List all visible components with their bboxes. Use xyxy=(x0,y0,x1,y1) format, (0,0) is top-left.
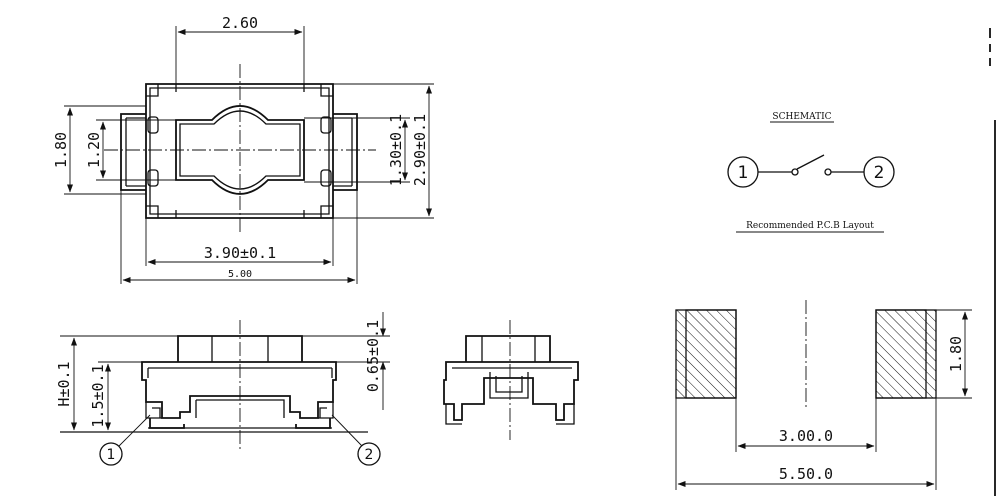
dim-left-outer: 1.80 xyxy=(52,132,70,168)
right-terminal xyxy=(333,113,358,191)
side-body xyxy=(141,361,337,419)
pcb-layout: 1.80 3.00.0 5.50.0 xyxy=(675,300,972,490)
side-pin-1-label: 1 xyxy=(107,447,116,463)
top-view-body xyxy=(145,83,334,219)
schematic-pin-2: 2 xyxy=(874,163,885,183)
dim-body-length: 3.90±0.1 xyxy=(204,244,276,262)
pcb-layout-title: Recommended P.C.B Layout xyxy=(746,221,874,231)
pcb-pad-right xyxy=(875,309,937,399)
frame-edge xyxy=(989,28,996,496)
dim-right-inner: 1.30±0.1 xyxy=(387,114,405,186)
side-pin-2-label: 2 xyxy=(365,447,374,463)
schematic-title: SCHEMATIC xyxy=(772,112,831,122)
dim-actuator: 0.65±0.1 xyxy=(364,320,382,392)
dim-total-length: 5.00 xyxy=(228,269,252,280)
top-view: 2.60 3.90±0.1 5.00 1.80 1.20 1.30±0.1 2.… xyxy=(52,14,434,284)
dim-inner-gap: 3.00.0 xyxy=(779,427,833,445)
schematic-pin-1: 1 xyxy=(738,163,749,183)
schematic: SCHEMATIC 1 2 Recommended P.C.B Layout xyxy=(727,112,895,233)
dim-height: H±0.1 xyxy=(55,361,73,406)
dim-width-top: 2.60 xyxy=(222,14,258,32)
dim-left-inner: 1.20 xyxy=(85,132,103,168)
end-view xyxy=(443,320,579,440)
actuator-outline xyxy=(175,105,305,195)
dim-outer-width: 5.50.0 xyxy=(779,465,833,483)
end-body xyxy=(443,361,579,421)
dim-pad-height: 1.80 xyxy=(947,336,965,372)
side-actuator xyxy=(177,335,303,362)
side-view: H±0.1 1.5±0.1 0.65±0.1 1 2 xyxy=(55,312,390,466)
left-terminal xyxy=(120,113,146,191)
dim-right-outer: 2.90±0.1 xyxy=(411,114,429,186)
pcb-pad-left xyxy=(675,309,737,399)
dim-base-height: 1.5±0.1 xyxy=(89,364,107,427)
